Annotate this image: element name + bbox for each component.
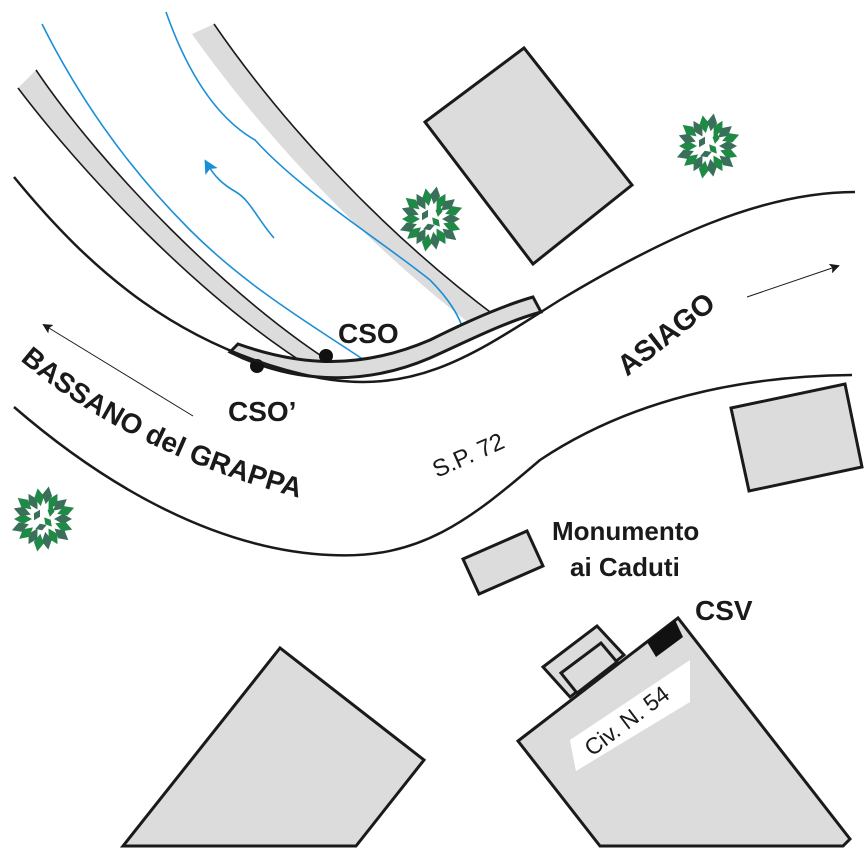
tree-icon (676, 113, 740, 179)
tree-leaf (442, 228, 457, 241)
tree-leaf (42, 486, 53, 505)
tree-leaf (54, 528, 69, 541)
label-road-sp72: S.P. 72 (428, 428, 508, 483)
tree-leaf (33, 533, 44, 552)
tree-leaf (443, 221, 461, 232)
tree-leaf (722, 133, 740, 143)
tree-leaf (423, 223, 435, 231)
tree-leaf (33, 509, 41, 521)
channel-left-wall (17, 69, 341, 373)
tree-leaf (421, 209, 429, 221)
tree-leaf (47, 505, 55, 517)
channel-right-wall (192, 23, 499, 330)
building-east (729, 382, 864, 493)
tree-leaf (416, 193, 426, 210)
tree-leaf (54, 514, 72, 524)
tree-leaf (34, 488, 45, 507)
label-cso-prime: CSO’ (228, 396, 296, 427)
tree-leaf (679, 141, 697, 151)
tree-leaf (429, 231, 440, 250)
tree-leaf (707, 113, 718, 132)
tree-leaf (442, 214, 460, 224)
tree-icon (11, 486, 75, 552)
road-edge-south (13, 373, 853, 557)
tree-leaf (13, 506, 31, 517)
tree-leaf (405, 197, 420, 210)
tree-leaf (48, 493, 58, 510)
label-monument-line1: Monumento (552, 516, 699, 546)
tree-leaf (48, 528, 58, 545)
building-north (422, 45, 635, 267)
tree-leaf (436, 193, 446, 210)
monument-ai-caduti (461, 529, 545, 596)
tree-leaf (436, 228, 446, 245)
tree-leaf (676, 149, 694, 159)
cso-marker (319, 349, 333, 363)
building-southwest (119, 645, 427, 848)
label-cso: CSO (338, 318, 399, 349)
label-monument-line2: ai Caduti (570, 552, 680, 582)
tree-leaf (435, 205, 443, 217)
arrow-to-asiago (746, 263, 840, 298)
tree-icon (399, 186, 463, 252)
road-sp72 (13, 176, 856, 557)
tree-leaf (706, 158, 717, 177)
tree-leaf (402, 214, 420, 224)
tree-leaf (698, 136, 706, 148)
tree-leaf (712, 132, 720, 144)
tree-leaf (35, 523, 47, 531)
tree-leaf (719, 141, 737, 151)
tree-leaf (709, 144, 717, 154)
tree-leaf (41, 531, 52, 550)
tree-leaf (720, 148, 738, 159)
building-civ-54: Civ. N. 54 (515, 615, 852, 848)
tree-leaf (28, 493, 38, 510)
tree-leaf (11, 522, 29, 532)
flow-direction-arrow (204, 159, 275, 239)
tree-leaf (399, 222, 417, 232)
label-asiago: ASIAGO (612, 287, 722, 383)
tree-leaf (682, 124, 697, 137)
tree-leaf (17, 497, 32, 510)
tree-leaf (693, 155, 703, 172)
csv-marker (647, 620, 683, 657)
tree-leaf (44, 517, 52, 527)
road-edge-north (13, 176, 856, 384)
tree-leaf (719, 155, 734, 168)
tree-leaf (713, 155, 723, 172)
tree-leaf (416, 228, 426, 245)
tree-leaf (693, 120, 703, 137)
tree-leaf (713, 120, 723, 137)
tree-leaf (57, 506, 75, 516)
tree-leaf (401, 206, 419, 217)
tree-leaf (678, 133, 696, 144)
arrow-to-bassano (42, 323, 194, 417)
tree-leaf (28, 528, 38, 545)
tree-leaf (55, 521, 73, 532)
label-csv: CSV (695, 595, 753, 626)
tree-leaf (700, 150, 712, 158)
tree-leaf (422, 188, 433, 207)
stream (41, 11, 465, 365)
tree-leaf (445, 206, 463, 216)
tree-leaf (14, 514, 32, 524)
tree-leaf (432, 217, 440, 227)
tree-leaf (699, 115, 710, 134)
tree-leaf (698, 160, 709, 179)
tree-leaf (421, 233, 432, 252)
tree-leaf (430, 186, 441, 205)
